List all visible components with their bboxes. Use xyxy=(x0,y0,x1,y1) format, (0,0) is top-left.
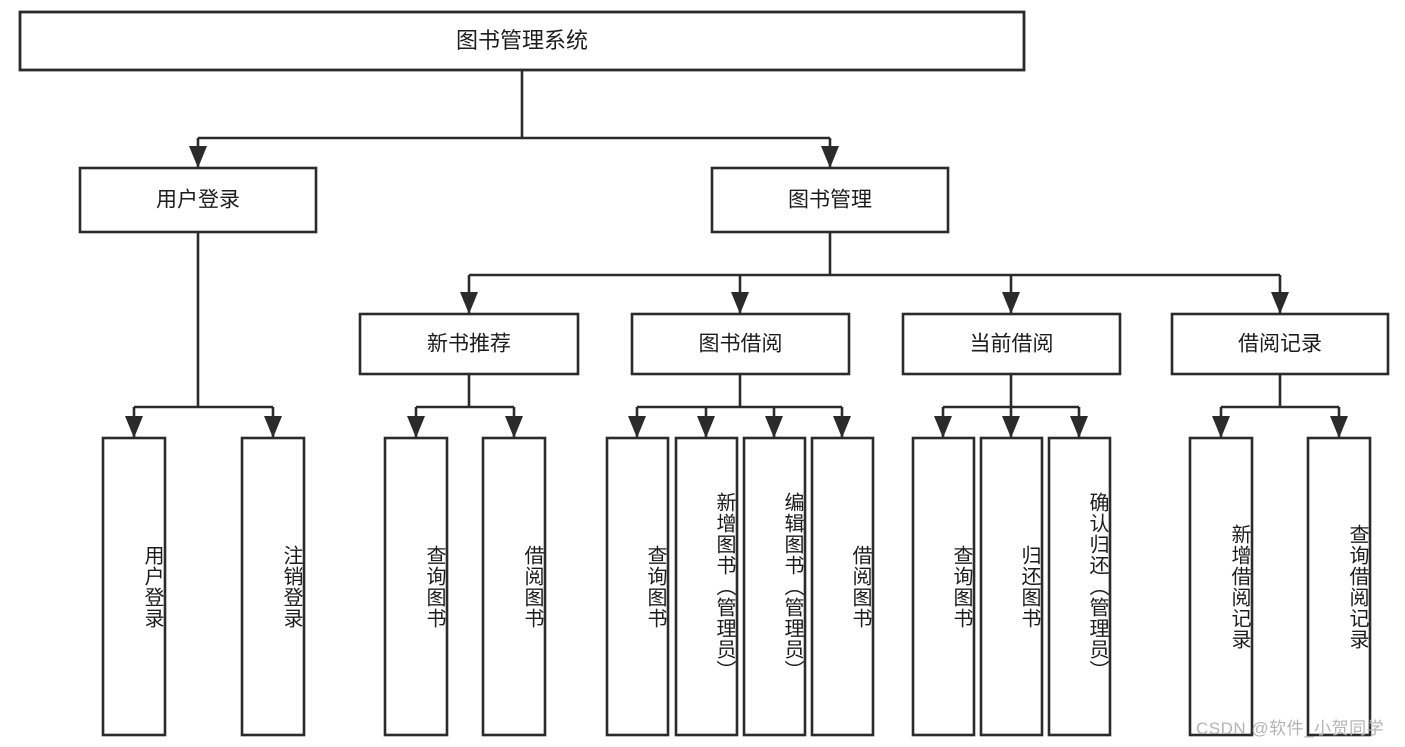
node-box-user-login[interactable] xyxy=(78,166,318,234)
arrow-head-icon xyxy=(264,416,282,438)
connector-layer xyxy=(125,70,1348,438)
node-label-current-borrow: 当前借阅 xyxy=(970,333,1054,356)
node-box-layer xyxy=(18,10,1390,737)
node-box-leaf-user-logout[interactable] xyxy=(240,436,306,737)
node-box-leaf-return-book[interactable] xyxy=(979,436,1044,737)
node-box-leaf-query-book-1[interactable] xyxy=(383,436,449,737)
node-box-leaf-query-book-3[interactable] xyxy=(911,436,976,737)
arrow-head-icon xyxy=(821,146,839,168)
node-box-new-book-recommend[interactable] xyxy=(358,312,580,376)
csdn-watermark: CSDN @软件_小贺同学 xyxy=(1196,719,1385,738)
node-label-user-login: 用户登录 xyxy=(156,189,240,212)
arrow-head-icon xyxy=(1330,416,1348,438)
node-box-leaf-edit-book[interactable] xyxy=(742,436,807,737)
node-box-leaf-query-record[interactable] xyxy=(1306,436,1372,737)
arrow-head-icon xyxy=(505,416,523,438)
node-box-book-borrow[interactable] xyxy=(630,312,851,376)
arrow-head-icon xyxy=(934,416,952,438)
arrow-head-icon xyxy=(833,416,851,438)
arrow-head-icon xyxy=(1271,292,1289,314)
node-box-leaf-borrow-book-2[interactable] xyxy=(810,436,875,737)
arrow-head-icon xyxy=(765,416,783,438)
node-label-book-management: 图书管理 xyxy=(788,189,872,212)
node-label-root: 图书管理系统 xyxy=(456,28,588,53)
node-box-leaf-user-login[interactable] xyxy=(101,436,167,737)
node-box-leaf-add-book[interactable] xyxy=(674,436,739,737)
node-box-leaf-query-book-2[interactable] xyxy=(605,436,670,737)
arrow-head-icon xyxy=(731,292,749,314)
node-box-borrow-record[interactable] xyxy=(1170,312,1390,376)
arrow-head-icon xyxy=(697,416,715,438)
node-box-book-management[interactable] xyxy=(710,166,950,234)
arrow-head-icon xyxy=(1070,416,1088,438)
node-box-current-borrow[interactable] xyxy=(901,312,1122,376)
arrow-head-icon xyxy=(1002,416,1020,438)
arrow-head-icon xyxy=(1212,416,1230,438)
node-label-book-borrow: 图书借阅 xyxy=(699,333,783,356)
arrow-head-icon xyxy=(189,146,207,168)
arrow-head-icon xyxy=(407,416,425,438)
node-box-root[interactable] xyxy=(18,10,1026,72)
node-box-leaf-borrow-book-1[interactable] xyxy=(481,436,547,737)
arrow-head-icon xyxy=(1002,292,1020,314)
node-label-new-book-recommend: 新书推荐 xyxy=(427,333,511,356)
arrow-head-icon xyxy=(125,416,143,438)
node-box-leaf-add-record[interactable] xyxy=(1188,436,1254,737)
arrow-head-icon xyxy=(628,416,646,438)
node-label-borrow-record: 借阅记录 xyxy=(1238,333,1322,356)
arrow-head-icon xyxy=(460,292,478,314)
node-box-leaf-confirm-return[interactable] xyxy=(1047,436,1112,737)
